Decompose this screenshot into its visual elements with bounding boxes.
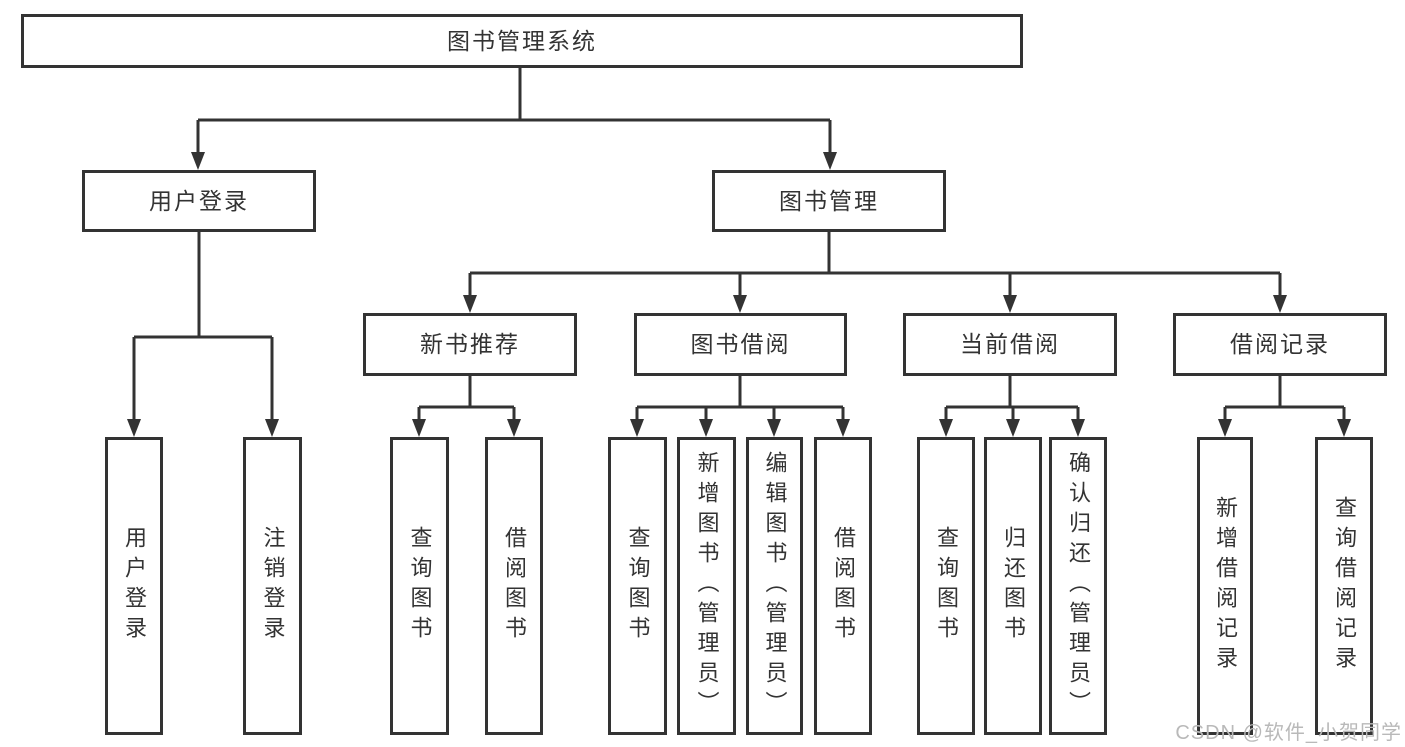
leaf-borrow-books-borrowing: 借阅图书 (814, 437, 872, 735)
connector-book-management-to-level3 (463, 232, 1287, 313)
leaf-add-borrow-record: 新增借阅记录 (1197, 437, 1253, 735)
node-book-borrowing: 图书借阅 (634, 313, 847, 376)
leaf-confirm-return-admin: 确认归还（管理员） (1049, 437, 1107, 735)
leaf-return-books: 归还图书 (984, 437, 1042, 735)
node-user-login: 用户登录 (82, 170, 316, 232)
connector-records-to-leaves (1218, 376, 1351, 437)
leaf-user-login: 用户登录 (105, 437, 163, 735)
leaf-borrow-books-recommend: 借阅图书 (485, 437, 543, 735)
leaf-add-books-admin: 新增图书（管理员） (677, 437, 736, 735)
node-current-borrowing: 当前借阅 (903, 313, 1117, 376)
node-book-management: 图书管理 (712, 170, 946, 232)
connector-current-to-leaves (939, 376, 1085, 437)
node-root: 图书管理系统 (21, 14, 1023, 68)
leaf-query-borrow-record: 查询借阅记录 (1315, 437, 1373, 735)
node-borrowing-records: 借阅记录 (1173, 313, 1387, 376)
connector-user-login-to-leaves (127, 232, 279, 437)
leaf-logout: 注销登录 (243, 437, 302, 735)
node-new-book-recommendation: 新书推荐 (363, 313, 577, 376)
leaf-query-books-recommend: 查询图书 (390, 437, 449, 735)
leaf-query-books-current: 查询图书 (917, 437, 975, 735)
leaf-query-books-borrowing: 查询图书 (608, 437, 667, 735)
connector-root-to-level2 (191, 68, 837, 170)
watermark: CSDN @软件_小贺同学 (1175, 722, 1402, 744)
connector-borrowing-to-leaves (630, 376, 850, 437)
connector-recommendation-to-leaves (412, 376, 521, 437)
leaf-edit-books-admin: 编辑图书（管理员） (746, 437, 803, 735)
